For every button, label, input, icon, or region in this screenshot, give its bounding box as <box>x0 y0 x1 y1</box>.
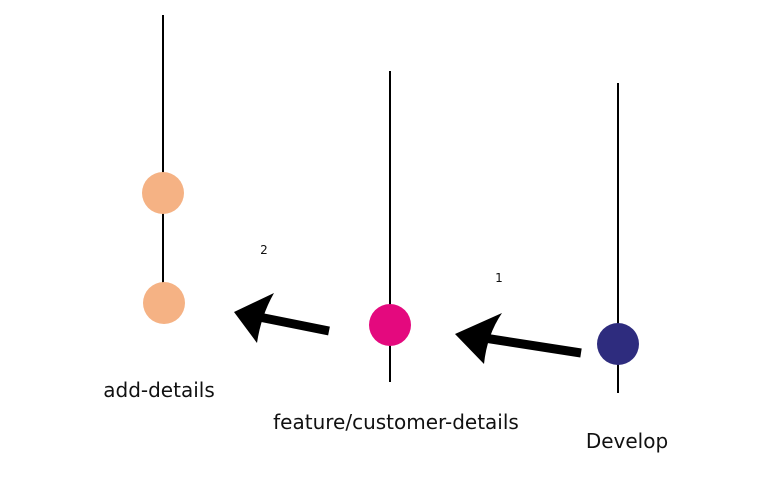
arrow-shaft-1 <box>477 332 582 358</box>
branch-add-details: add-details <box>103 15 215 402</box>
branch-label-add-details: add-details <box>103 378 215 402</box>
branch-develop: Develop <box>586 83 668 453</box>
step-label-1: 1 <box>495 271 503 285</box>
commit-node-feature-customer-details <box>369 304 411 346</box>
arrow-head-2 <box>234 293 274 343</box>
branch-feature-customer-details: feature/customer-details <box>273 71 519 434</box>
arrow-head-1 <box>455 313 502 364</box>
commit-node-add-details-1 <box>142 172 184 214</box>
arrow-step-1: 1 <box>455 271 582 364</box>
branch-label-feature-customer-details: feature/customer-details <box>273 410 519 434</box>
commit-node-develop <box>597 323 639 365</box>
arrow-shaft-2 <box>258 312 330 336</box>
step-label-2: 2 <box>260 243 268 257</box>
arrow-step-2: 2 <box>234 243 330 343</box>
branch-label-develop: Develop <box>586 429 668 453</box>
commit-node-add-details-2 <box>143 282 185 324</box>
